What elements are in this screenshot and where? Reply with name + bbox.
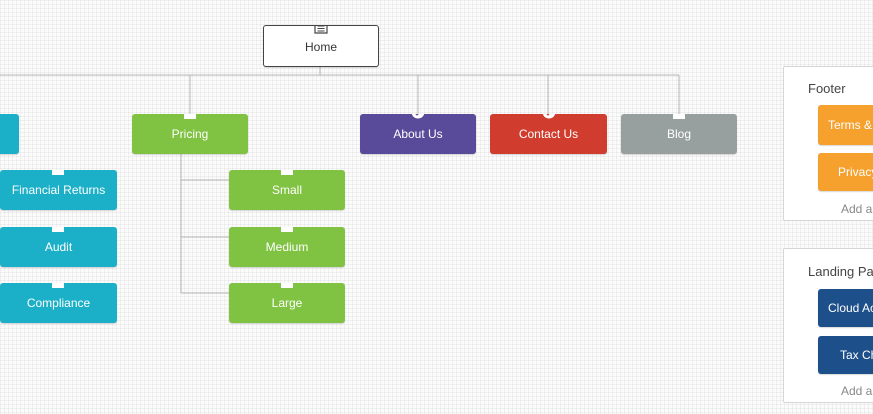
check-icon xyxy=(542,114,555,119)
page-node-small[interactable]: Small xyxy=(229,170,345,210)
landing-item-tax[interactable]: Tax Ch xyxy=(818,336,873,374)
footer-panel-title: Footer xyxy=(808,81,846,96)
document-icon xyxy=(52,283,64,288)
large-label: Large xyxy=(271,296,303,310)
home-page-node[interactable]: Home xyxy=(263,25,379,67)
document-icon xyxy=(314,26,328,34)
footer-item-terms-label: Terms & C xyxy=(828,118,873,132)
pricing-label: Pricing xyxy=(171,127,209,141)
page-node-compliance[interactable]: Compliance xyxy=(0,283,117,323)
home-label: Home xyxy=(304,40,337,54)
page-node-audit[interactable]: Audit xyxy=(0,227,117,267)
footer-item-privacy-label: Privacy xyxy=(838,165,873,179)
document-icon xyxy=(52,170,64,175)
landing-item-cloud[interactable]: Cloud Ac xyxy=(818,289,873,327)
blog-label: Blog xyxy=(666,127,692,141)
financial-returns-label: Financial Returns xyxy=(11,183,106,197)
landing-item-cloud-label: Cloud Ac xyxy=(828,301,873,315)
check-icon xyxy=(411,114,425,119)
landing-item-tax-label: Tax Ch xyxy=(840,348,873,362)
compliance-label: Compliance xyxy=(26,296,91,310)
medium-label: Medium xyxy=(265,240,309,254)
page-node-blog[interactable]: Blog xyxy=(621,114,737,154)
footer-add-link[interactable]: Add a xyxy=(841,202,873,216)
footer-item-privacy[interactable]: Privacy xyxy=(818,153,873,191)
landing-add-link[interactable]: Add a xyxy=(841,384,873,398)
document-icon xyxy=(281,170,293,175)
page-node-contact-us[interactable]: Contact Us xyxy=(490,114,607,154)
page-node-medium[interactable]: Medium xyxy=(229,227,345,267)
document-icon xyxy=(281,227,293,232)
page-node-about-us[interactable]: About Us xyxy=(360,114,476,154)
page-node-financial-returns[interactable]: Financial Returns xyxy=(0,170,117,210)
small-label: Small xyxy=(271,183,302,197)
footer-panel: Footer Terms & C Privacy Add a xyxy=(783,66,873,221)
document-icon xyxy=(673,114,685,119)
landing-pages-panel: Landing Pa Cloud Ac Tax Ch Add a xyxy=(783,248,873,403)
page-node-large[interactable]: Large xyxy=(229,283,345,323)
page-node-cutoff[interactable] xyxy=(0,114,19,154)
audit-label: Audit xyxy=(44,240,73,254)
about-us-label: About Us xyxy=(393,127,443,141)
contact-us-label: Contact Us xyxy=(518,127,579,141)
page-node-pricing[interactable]: Pricing xyxy=(132,114,248,154)
document-icon xyxy=(184,114,196,119)
document-icon xyxy=(281,283,293,288)
document-icon xyxy=(52,227,64,232)
landing-pages-panel-title: Landing Pa xyxy=(808,264,873,279)
footer-item-terms[interactable]: Terms & C xyxy=(818,105,873,145)
